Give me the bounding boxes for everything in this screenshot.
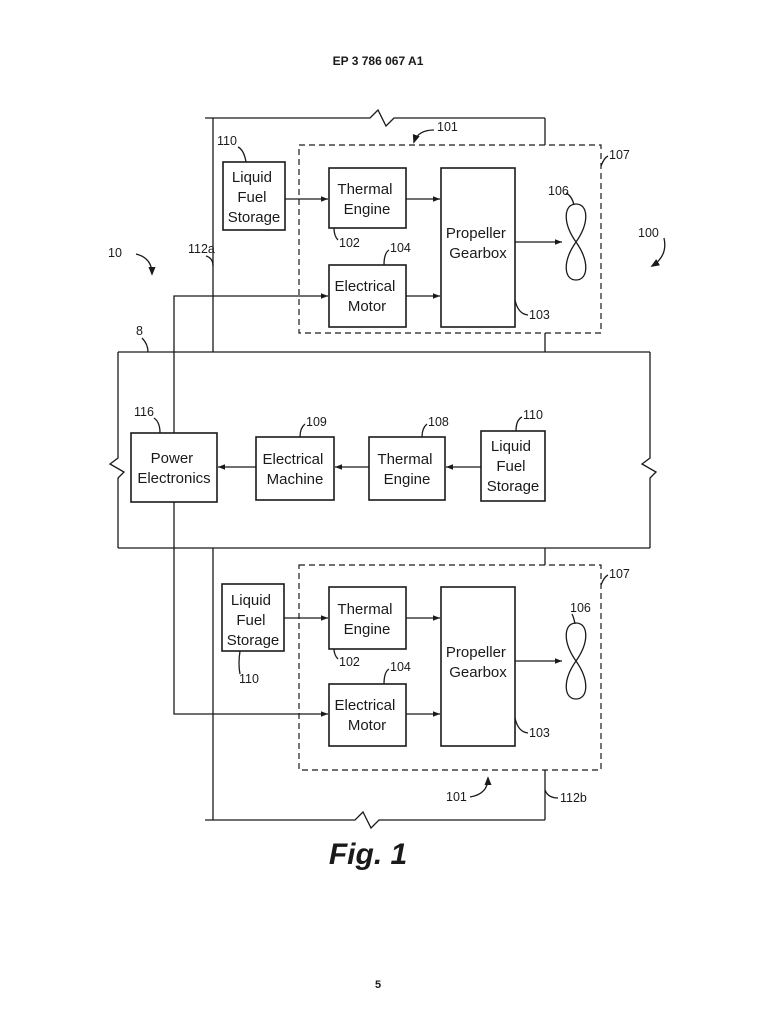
- ref-gearbox-upper: 103: [529, 308, 550, 322]
- upper-thermal-engine-box: Thermal Engine: [329, 168, 406, 228]
- ref-fuel-upper: 110: [217, 134, 237, 148]
- center-fuel-storage-box: Liquid Fuel Storage: [481, 431, 545, 501]
- ref-electrical-machine: 109: [306, 415, 327, 429]
- ref-nacelle-lower-leader: [601, 575, 608, 585]
- upper-propeller-gearbox-line-2: Gearbox: [449, 245, 507, 262]
- lower-fuel-storage-line-2: Fuel: [236, 612, 265, 629]
- lower-propeller-gearbox-box: Propeller Gearbox: [441, 587, 515, 746]
- ref-center-thermal-engine-leader: [422, 424, 427, 437]
- lower-electrical-motor-line-2: Motor: [348, 717, 386, 734]
- ref-motor-lower: 104: [390, 660, 411, 674]
- power-electronics-line-1: Power: [151, 450, 194, 467]
- center-fuel-storage-line-2: Fuel: [496, 458, 525, 475]
- electrical-machine-line-2: Machine: [267, 471, 324, 488]
- ref-aircraft: 100: [638, 226, 659, 240]
- ref-motor-upper-leader: [384, 250, 389, 265]
- ref-gearbox-lower-leader: [515, 718, 528, 733]
- ref-motor-lower-leader: [384, 669, 389, 684]
- ref-power-electronics-leader: [154, 418, 160, 433]
- ref-system-leader: [136, 254, 152, 274]
- ref-power-electronics: 116: [134, 405, 154, 419]
- center-thermal-engine-line-1: Thermal: [377, 451, 432, 468]
- ref-wing-lower: 112b: [560, 791, 587, 805]
- ref-gearbox-lower: 103: [529, 726, 550, 740]
- ref-thermal-lower: 102: [339, 655, 360, 669]
- upper-fuel-storage-line-1: Liquid: [232, 169, 272, 186]
- upper-thermal-engine-line-2: Engine: [344, 201, 391, 218]
- center-fuel-storage-line-1: Liquid: [491, 438, 531, 455]
- lower-thermal-engine-box: Thermal Engine: [329, 587, 406, 649]
- ref-thermal-lower-leader: [334, 649, 338, 659]
- page-number: 5: [375, 979, 381, 991]
- lower-thermal-engine-line-1: Thermal: [337, 601, 392, 618]
- ref-wing-upper-leader: [206, 256, 213, 266]
- upper-electrical-motor-line-2: Motor: [348, 298, 386, 315]
- center-thermal-engine-box: Thermal Engine: [369, 437, 445, 500]
- ref-system: 10: [108, 246, 122, 260]
- upper-fuel-storage-box: Liquid Fuel Storage: [223, 162, 285, 230]
- ref-motor-upper: 104: [390, 241, 411, 255]
- ref-propulsor-upper-leader: [414, 130, 434, 142]
- ref-thermal-upper: 102: [339, 236, 360, 250]
- ref-electrical-machine-leader: [300, 424, 305, 437]
- ref-thermal-upper-leader: [334, 228, 338, 240]
- upper-propeller-gearbox-box: Propeller Gearbox: [441, 168, 515, 327]
- publication-number: EP 3 786 067 A1: [333, 54, 424, 68]
- ref-nacelle-upper: 107: [609, 148, 630, 162]
- ref-fuselage: 8: [136, 324, 143, 338]
- ref-fuel-upper-leader: [238, 147, 246, 162]
- lower-thermal-engine-line-2: Engine: [344, 621, 391, 638]
- ref-wing-lower-leader: [545, 790, 558, 798]
- ref-fuel-center: 110: [523, 408, 543, 422]
- ref-propeller-lower-leader: [572, 614, 575, 624]
- ref-propeller-lower: 106: [570, 601, 591, 615]
- ref-nacelle-lower: 107: [609, 567, 630, 581]
- lower-fuel-storage-box: Liquid Fuel Storage: [222, 584, 284, 651]
- lower-propeller-icon: [566, 623, 586, 699]
- ref-fuel-lower: 110: [239, 672, 259, 686]
- ref-center-thermal-engine: 108: [428, 415, 449, 429]
- lower-propeller-gearbox-line-1: Propeller: [446, 644, 506, 661]
- upper-fuel-storage-line-2: Fuel: [237, 189, 266, 206]
- lower-fuel-storage-line-3: Storage: [227, 632, 280, 649]
- upper-propeller-icon: [566, 204, 586, 280]
- upper-electrical-motor-box: Electrical Motor: [329, 265, 406, 327]
- lower-fuel-storage-line-1: Liquid: [231, 592, 271, 609]
- figure-caption: Fig. 1: [329, 838, 407, 871]
- ref-fuselage-leader: [142, 338, 148, 352]
- center-thermal-engine-line-2: Engine: [384, 471, 431, 488]
- lower-electrical-motor-box: Electrical Motor: [329, 684, 406, 746]
- upper-thermal-engine-line-1: Thermal: [337, 181, 392, 198]
- electrical-machine-box: Electrical Machine: [256, 437, 334, 500]
- ref-gearbox-upper-leader: [515, 300, 528, 315]
- ref-fuel-lower-leader: [239, 651, 240, 674]
- ref-fuel-center-leader: [516, 417, 522, 431]
- ref-propulsor-lower: 101: [446, 790, 467, 804]
- ref-propulsor-lower-leader: [470, 778, 488, 797]
- lower-propeller-gearbox-line-2: Gearbox: [449, 664, 507, 681]
- lower-electrical-motor-line-1: Electrical: [334, 697, 395, 714]
- electrical-machine-line-1: Electrical: [262, 451, 323, 468]
- ref-wing-upper: 112a: [188, 242, 215, 256]
- upper-propeller-gearbox-line-1: Propeller: [446, 225, 506, 242]
- ref-nacelle-upper-leader: [601, 156, 608, 166]
- ref-propeller-upper: 106: [548, 184, 569, 198]
- power-electronics-line-2: Electronics: [137, 470, 210, 487]
- power-line-to-upper-motor: [174, 296, 328, 433]
- upper-electrical-motor-line-1: Electrical: [334, 278, 395, 295]
- center-fuel-storage-line-3: Storage: [487, 478, 540, 495]
- ref-propulsor-upper: 101: [437, 120, 458, 134]
- power-electronics-box: Power Electronics: [131, 433, 217, 502]
- upper-fuel-storage-line-3: Storage: [228, 209, 281, 226]
- ref-aircraft-leader: [652, 238, 665, 266]
